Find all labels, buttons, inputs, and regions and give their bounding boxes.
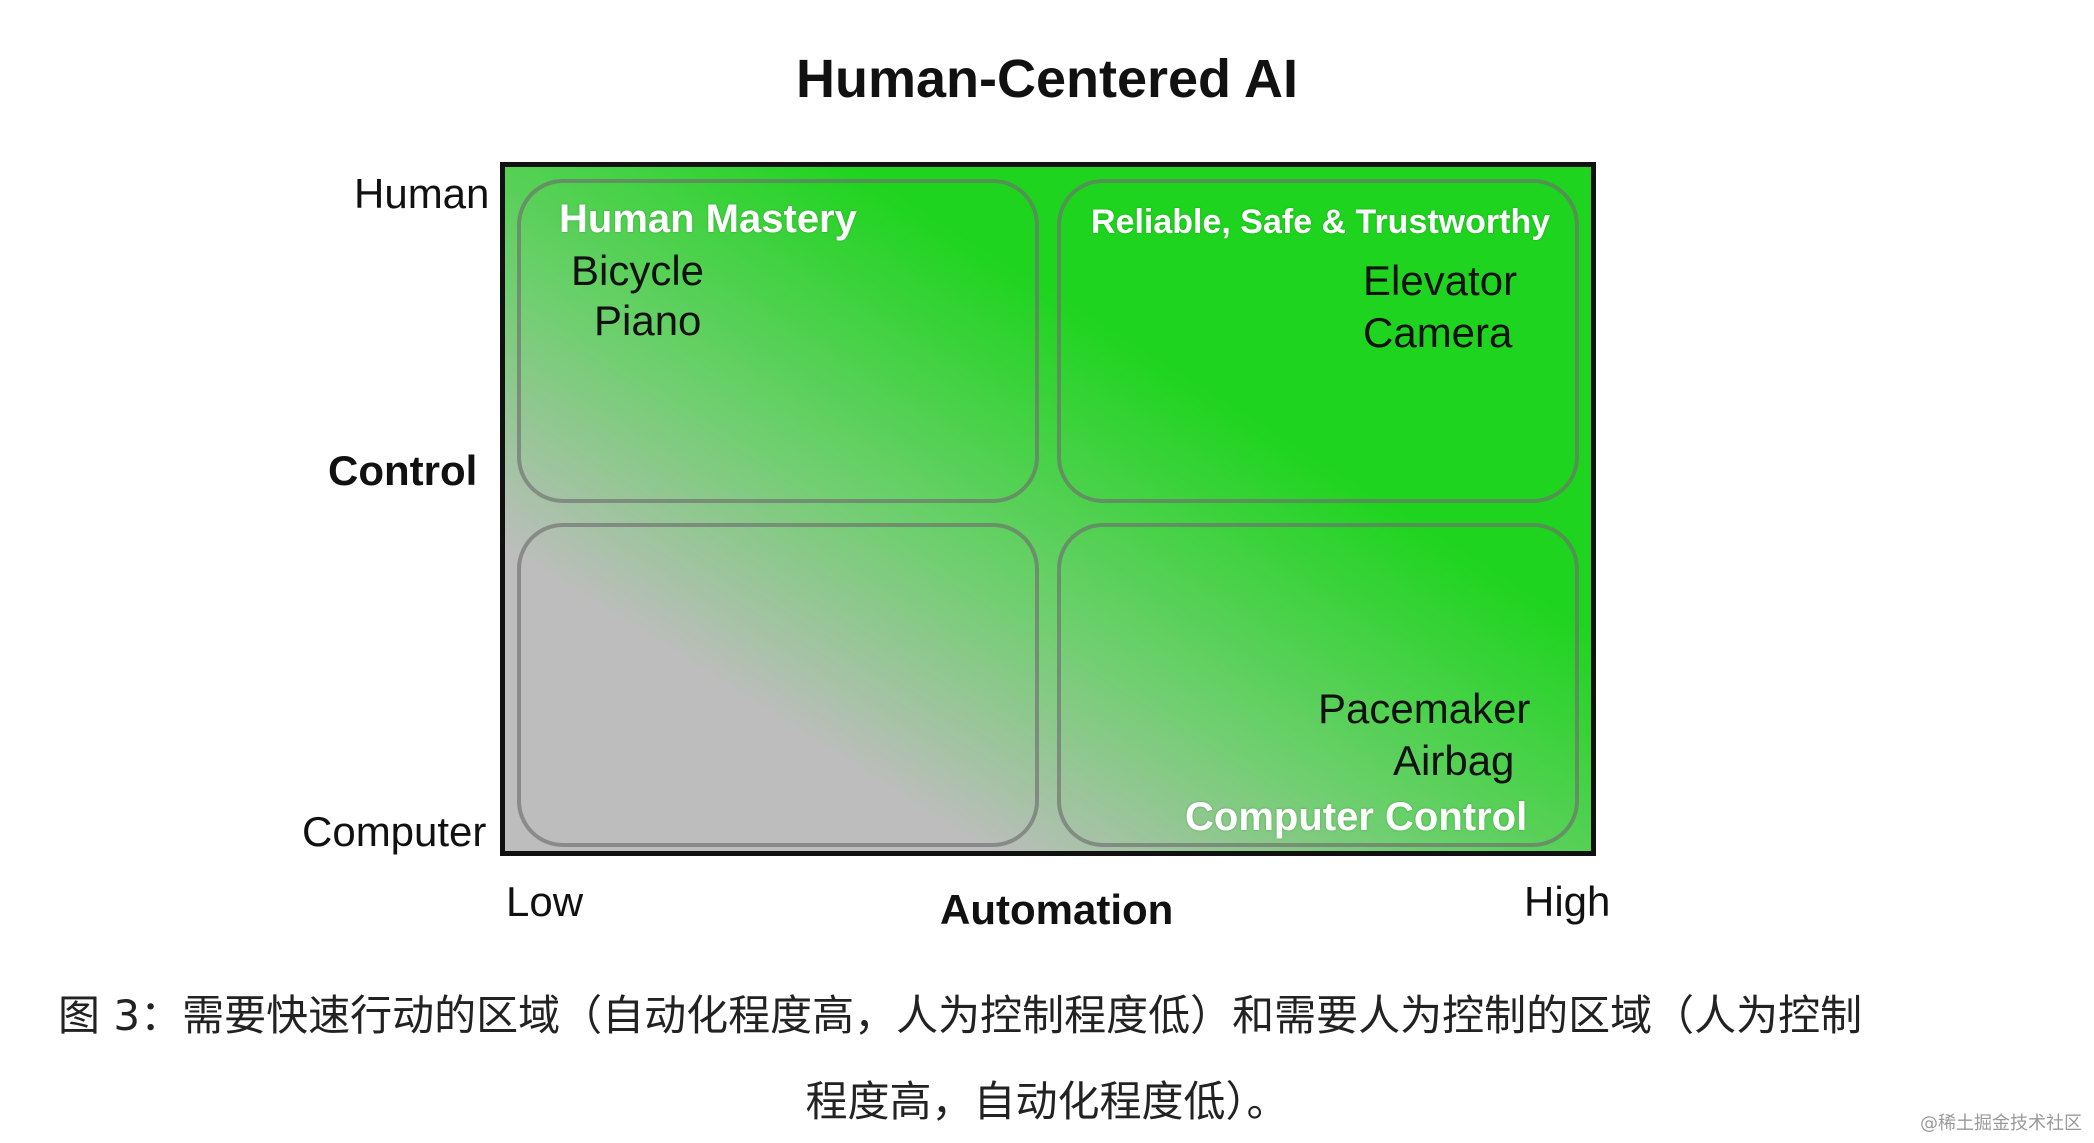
figure-caption-line-2: 程度高，自动化程度低）。 [805, 1077, 1289, 1126]
quadrant-heading-reliable-safe-trustworthy: Reliable, Safe & Trustworthy [1091, 203, 1551, 241]
x-axis-right-label: High [1524, 878, 1611, 925]
x-axis-label: Automation [940, 886, 1174, 933]
y-axis-top-label: Human [354, 170, 490, 217]
quadrant-heading-human-mastery: Human Mastery [559, 197, 857, 241]
quadrant-item-camera: Camera [1363, 309, 1513, 356]
quadrant-item-pacemaker: Pacemaker [1318, 685, 1531, 732]
quadrant-bottom-right [1057, 523, 1579, 847]
y-axis-bottom-label: Computer [302, 808, 487, 855]
quadrant-plot: Human Mastery Bicycle Piano Reliable, Sa… [500, 162, 1596, 856]
quadrant-bottom-left [517, 523, 1039, 847]
quadrant-top-left [517, 179, 1039, 503]
quadrant-item-bicycle: Bicycle [571, 247, 705, 294]
quadrant-top-right [1057, 179, 1579, 503]
quadrant-item-piano: Piano [594, 297, 702, 344]
x-axis-left-label: Low [506, 878, 584, 925]
figure-caption-line-1: 图 3：需要快速行动的区域（自动化程度高，人为控制程度低）和需要人为控制的区域（… [58, 991, 1863, 1040]
site-watermark: @稀土掘金技术社区 [1920, 1113, 2082, 1134]
y-axis-label: Control [328, 447, 478, 494]
diagram-title: Human-Centered AI [795, 49, 1299, 109]
quadrant-item-airbag: Airbag [1393, 737, 1515, 784]
quadrant-heading-computer-control: Computer Control [1185, 795, 1528, 839]
quadrant-item-elevator: Elevator [1363, 257, 1518, 304]
